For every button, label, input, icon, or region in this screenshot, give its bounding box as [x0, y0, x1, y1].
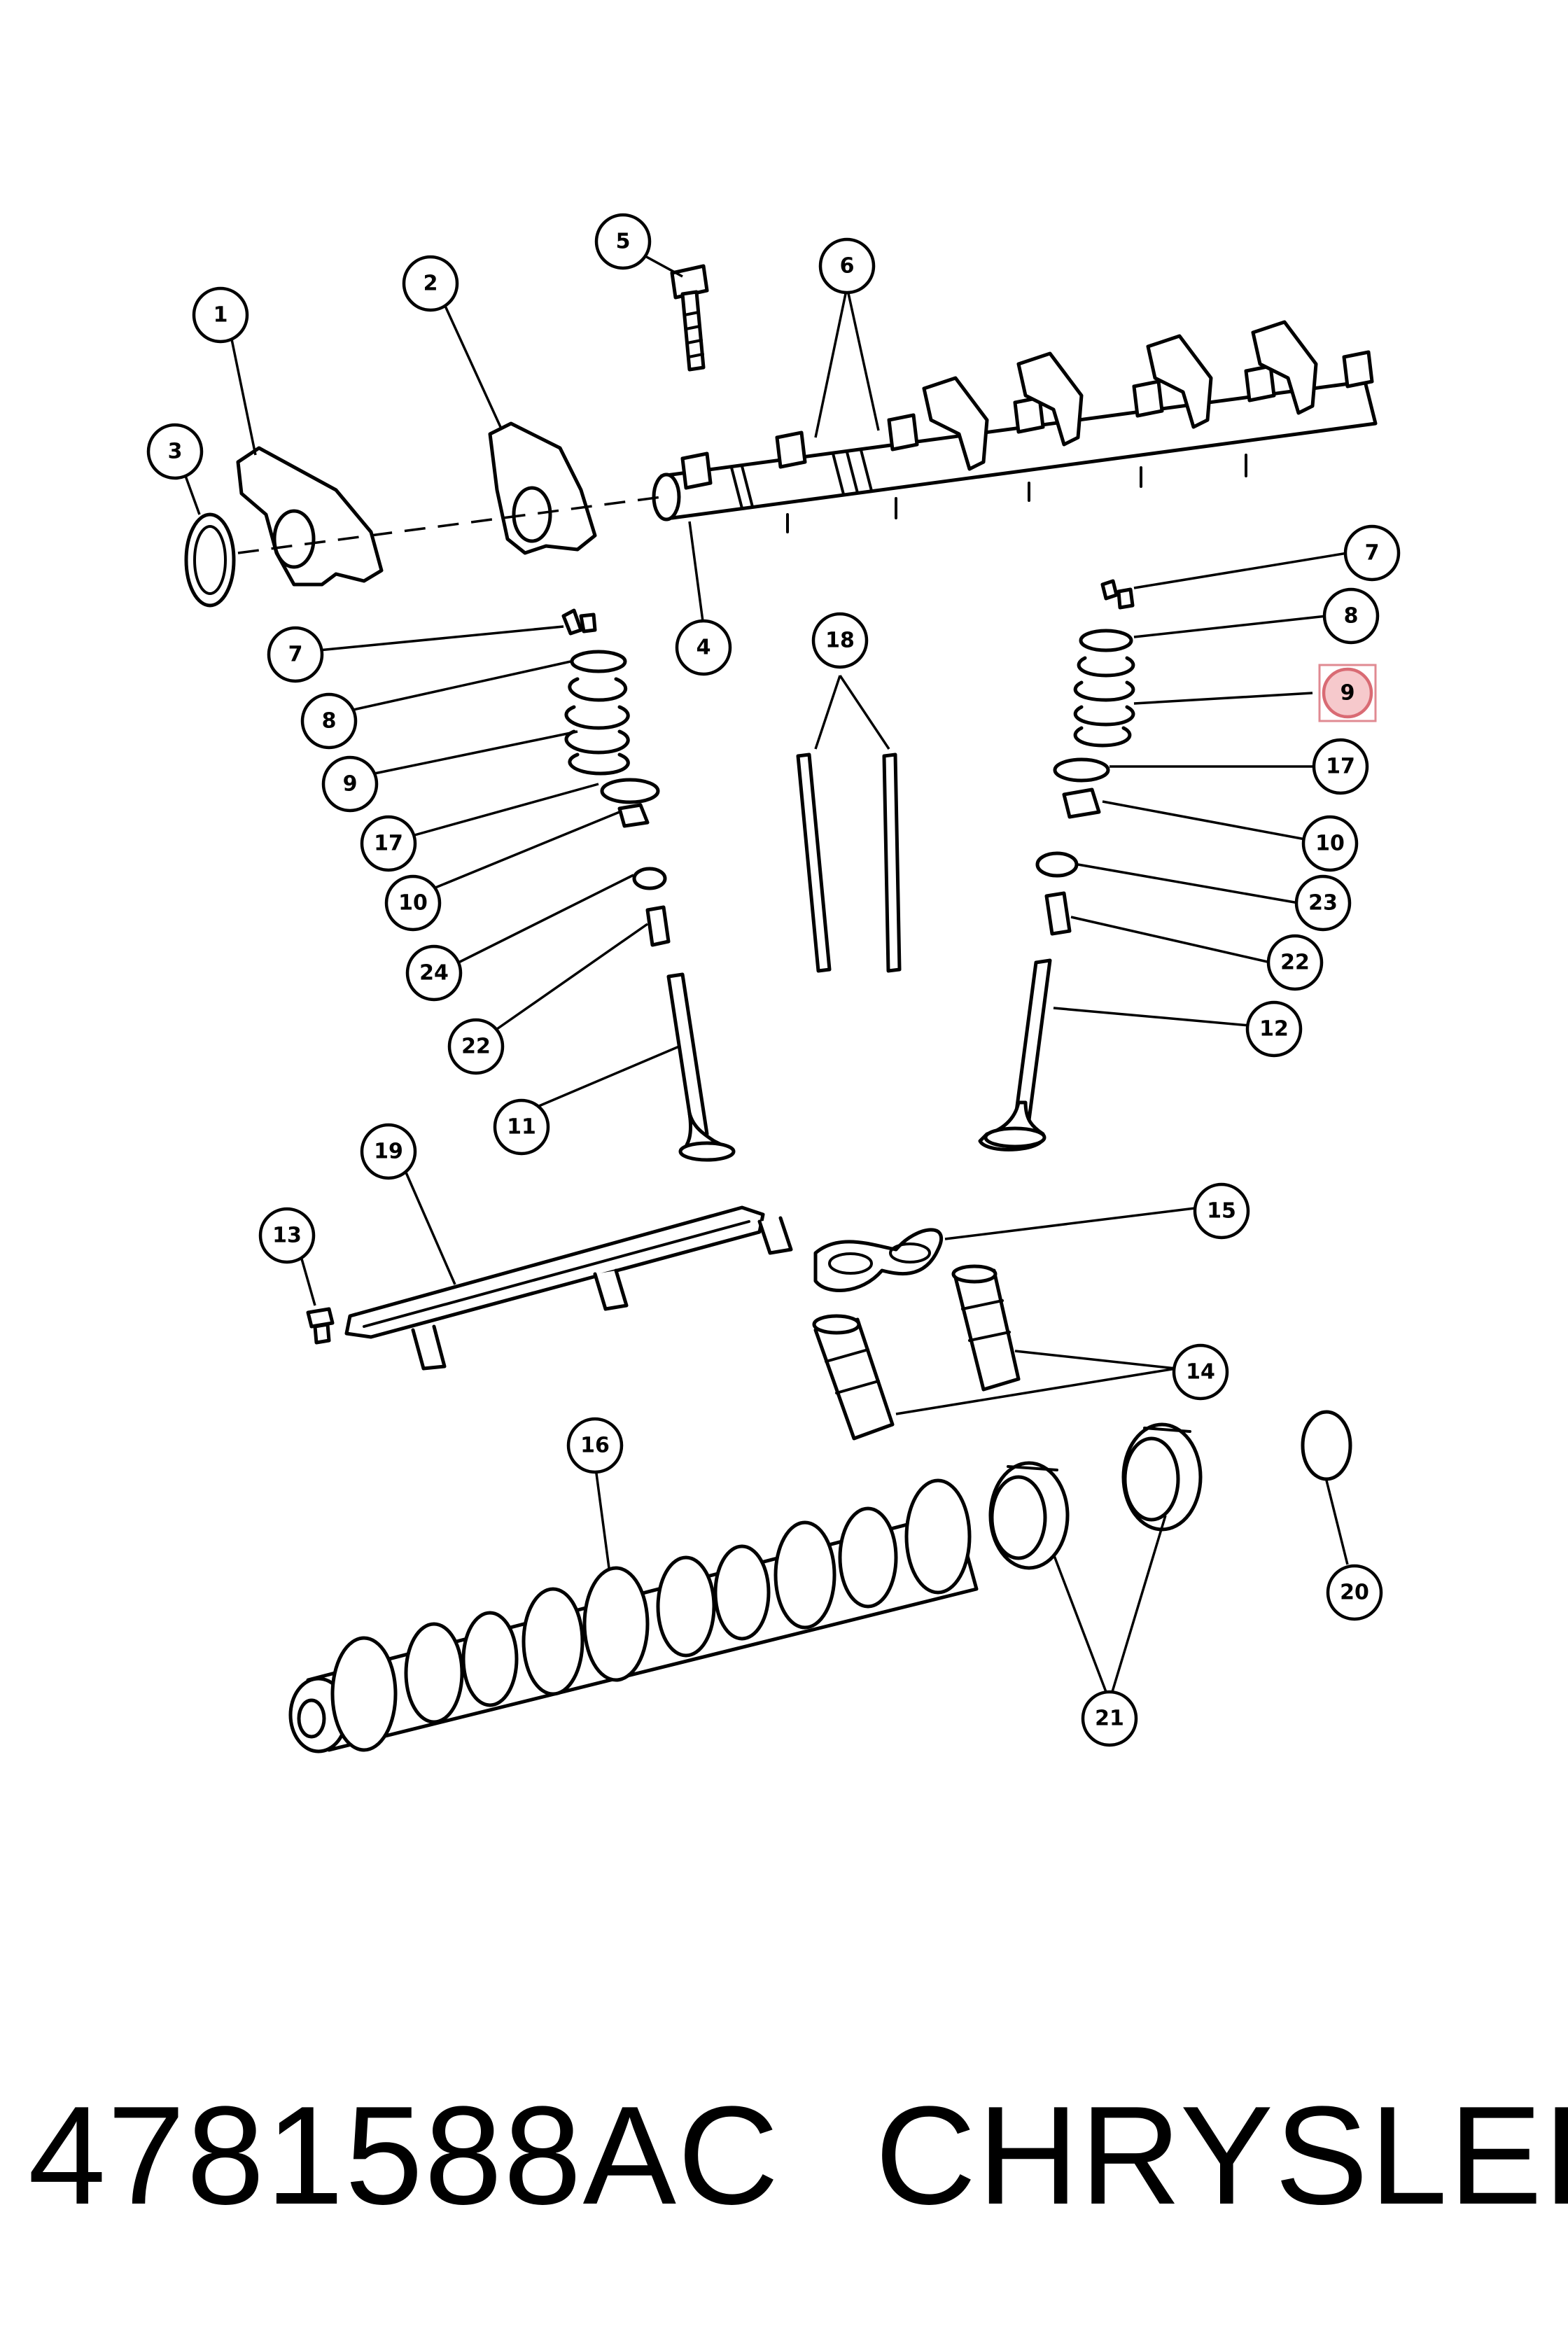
callout-10-left[interactable]: 10	[384, 874, 442, 932]
callout-10-right[interactable]: 10	[1301, 815, 1359, 872]
callout-14-label: 14	[1186, 1360, 1215, 1385]
leader-lines	[184, 254, 1349, 1702]
callout-16-label: 16	[580, 1434, 610, 1458]
callout-21-label: 21	[1095, 1707, 1124, 1731]
callout-13-label: 13	[272, 1224, 302, 1248]
callout-8-right[interactable]: 8	[1322, 587, 1380, 645]
callout-22-right[interactable]: 22	[1266, 934, 1324, 991]
callout-7-left-label: 7	[288, 643, 303, 667]
bearings-21	[988, 1422, 1203, 1570]
callout-3-label: 3	[168, 440, 183, 464]
callout-20-label: 20	[1340, 1581, 1369, 1605]
footer: 4781588AC CHRYSLER	[0, 2065, 1568, 2247]
callout-6[interactable]: 6	[818, 237, 876, 295]
callout-1[interactable]: 1	[192, 286, 249, 344]
callout-15-label: 15	[1207, 1199, 1236, 1224]
callout-17-right-label: 17	[1326, 755, 1355, 779]
rocker-arm-1	[236, 446, 384, 587]
callout-8-left-label: 8	[322, 709, 337, 734]
callout-1-label: 1	[214, 303, 228, 328]
axis-line	[237, 496, 662, 554]
callout-2-label: 2	[424, 272, 438, 296]
callout-9-left[interactable]: 9	[321, 755, 379, 813]
callout-12[interactable]: 12	[1245, 1000, 1303, 1058]
camshaft-16	[288, 1478, 979, 1754]
part-number: 4781588AC	[28, 2078, 780, 2234]
callout-24-label: 24	[419, 961, 449, 986]
callout-23-label: 23	[1308, 891, 1338, 916]
callout-18-label: 18	[825, 629, 855, 653]
callout-8-left[interactable]: 8	[300, 692, 358, 750]
callout-21[interactable]: 21	[1081, 1690, 1138, 1747]
callout-5-label: 5	[616, 230, 631, 254]
bolt-5	[670, 264, 709, 372]
plug-20	[1301, 1410, 1352, 1481]
brand-name: CHRYSLER	[875, 2078, 1568, 2234]
callout-6-label: 6	[840, 254, 855, 279]
lifters-14	[812, 1264, 1021, 1441]
callout-12-label: 12	[1259, 1017, 1289, 1042]
callout-17-left-label: 17	[374, 832, 403, 856]
right-valve-train	[978, 579, 1135, 1152]
exploded-parts-diagram: 1 2 3 4 5 6 7 7 8 8 9 9	[146, 213, 1401, 1754]
lifter-guide-19	[344, 1205, 793, 1371]
callout-16[interactable]: 16	[566, 1417, 624, 1474]
callout-18[interactable]: 18	[811, 612, 869, 669]
callout-3[interactable]: 3	[146, 423, 204, 480]
callout-4-label: 4	[696, 636, 711, 660]
callout-5[interactable]: 5	[594, 213, 652, 270]
callout-17-left[interactable]: 17	[360, 815, 417, 872]
callout-22-right-label: 22	[1280, 951, 1310, 975]
callout-19[interactable]: 19	[360, 1123, 417, 1180]
callout-7-right[interactable]: 7	[1343, 524, 1401, 582]
left-valve-train	[561, 608, 736, 1162]
washer-3	[184, 512, 236, 608]
callout-13[interactable]: 13	[258, 1207, 316, 1264]
callout-24[interactable]: 24	[405, 944, 463, 1002]
callout-9-right[interactable]: 9	[1318, 664, 1377, 722]
callout-7-left[interactable]: 7	[267, 626, 324, 683]
callout-14[interactable]: 14	[1172, 1343, 1229, 1401]
callout-2[interactable]: 2	[402, 255, 459, 312]
callout-9-right-label: 9	[1340, 681, 1355, 706]
callout-10-right-label: 10	[1315, 832, 1345, 856]
callout-11-label: 11	[507, 1115, 536, 1140]
pushrods-18	[796, 752, 902, 973]
callout-4[interactable]: 4	[675, 619, 732, 676]
callout-20[interactable]: 20	[1326, 1564, 1383, 1621]
callout-22-left[interactable]: 22	[447, 1018, 505, 1075]
bolt-13	[306, 1307, 335, 1345]
callout-8-right-label: 8	[1344, 604, 1359, 629]
callout-9-left-label: 9	[343, 772, 358, 797]
callout-7-right-label: 7	[1365, 541, 1380, 566]
callout-17-right[interactable]: 17	[1312, 738, 1369, 795]
callout-10-left-label: 10	[398, 891, 428, 916]
gasket-15	[813, 1228, 944, 1292]
callout-15[interactable]: 15	[1193, 1182, 1250, 1240]
callout-19-label: 19	[374, 1140, 403, 1164]
callout-22-left-label: 22	[461, 1035, 491, 1059]
callout-11[interactable]: 11	[493, 1098, 550, 1156]
callout-23[interactable]: 23	[1294, 874, 1352, 932]
rocker-arm-2	[488, 421, 597, 555]
rocker-shaft-assembly	[652, 320, 1378, 533]
